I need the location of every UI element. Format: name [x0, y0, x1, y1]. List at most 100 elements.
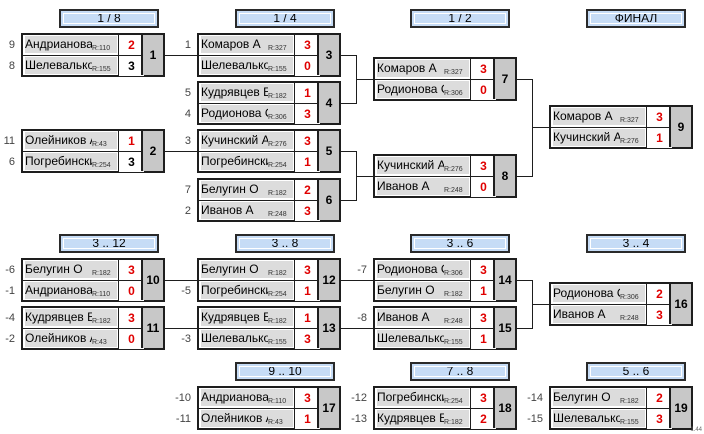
- connector-line: [165, 151, 197, 152]
- connector-line: [356, 176, 373, 177]
- connector-line: [341, 328, 373, 329]
- seed-label: -11: [175, 413, 191, 425]
- player-score: 3: [294, 388, 320, 408]
- player-rating: R:110: [92, 36, 117, 53]
- connector-line: [341, 151, 357, 152]
- player-rating: R:182: [620, 389, 645, 406]
- connector-line: [532, 79, 533, 177]
- round-header-h56: 5 .. 6: [586, 362, 686, 381]
- player-score: 2: [294, 180, 320, 200]
- round-header-h910: 9 .. 10: [235, 362, 335, 381]
- round-header-hfin: ФИНАЛ: [586, 9, 686, 28]
- player-rating: R:248: [444, 178, 469, 195]
- player-rating: R:43: [268, 410, 293, 427]
- seed-label: 4: [184, 108, 191, 120]
- player-rating: R:276: [444, 157, 469, 174]
- match-number: 9: [669, 107, 691, 147]
- player-score: 3: [118, 308, 144, 328]
- player-rating: R:276: [268, 132, 293, 149]
- player-rating: R:155: [268, 57, 293, 74]
- round-header-h36: 3 .. 6: [410, 234, 510, 253]
- seed-label: 11: [3, 135, 15, 147]
- connector-line: [517, 328, 533, 329]
- seed-label: 2: [184, 205, 191, 217]
- player-rating: R:43: [92, 132, 117, 149]
- player-score: 1: [118, 131, 144, 151]
- player-rating: R:182: [444, 282, 469, 299]
- seed-label: 5: [184, 87, 191, 99]
- match-number: 16: [669, 284, 691, 324]
- player-score: 3: [470, 260, 496, 280]
- player-score: 3: [294, 35, 320, 55]
- match-number: 13: [317, 308, 339, 348]
- player-rating: R:254: [268, 153, 293, 170]
- match-number: 12: [317, 260, 339, 300]
- player-score: 1: [294, 83, 320, 103]
- seed-label: -14: [527, 392, 543, 404]
- seed-label: -8: [357, 312, 367, 324]
- connector-line: [341, 55, 357, 56]
- player-score: 0: [118, 281, 144, 301]
- match-number: 10: [141, 260, 163, 300]
- match-number: 17: [317, 388, 339, 428]
